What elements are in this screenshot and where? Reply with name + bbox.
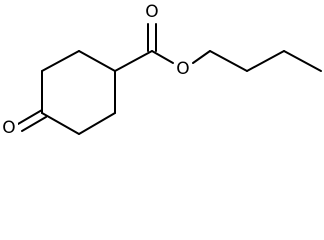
ketone-bond-line-2 xyxy=(21,116,47,132)
ketone-double-bond xyxy=(17,109,47,132)
ring-bond-c2-c3 xyxy=(41,50,80,72)
ring-bond-c4-c5 xyxy=(41,112,80,135)
ketone-bond-line-1 xyxy=(17,109,43,125)
ketone-oxygen-label-bg xyxy=(1,119,18,138)
butyl-4-oxocyclohexanecarboxylate-structure: O O O xyxy=(1,2,322,138)
ester-oxygen-label: O xyxy=(176,59,189,79)
butyl-bond-1 xyxy=(209,50,248,72)
ester-oxygen-label-bg xyxy=(174,59,192,78)
carbonyl-oxygen-label: O xyxy=(145,2,158,22)
butyl-chain xyxy=(209,50,322,72)
ring-bond-c5-c6 xyxy=(78,112,116,135)
ketone-oxygen-label: O xyxy=(2,118,15,138)
ring-to-carbonyl-bond xyxy=(114,50,153,72)
carbonyl-oxygen-label-bg xyxy=(143,2,161,21)
carbonyl-to-ester-oxygen-bond xyxy=(151,50,174,64)
ketone-oxygen-atom: O xyxy=(1,118,18,138)
butyl-bond-2 xyxy=(246,50,285,72)
cyclohexane-ring xyxy=(41,50,116,135)
ring-bond-c1-c2 xyxy=(78,50,116,72)
ester-oxygen-to-butyl-bond xyxy=(192,50,211,64)
carbonyl-double-bond xyxy=(147,23,157,52)
ester-oxygen-atom: O xyxy=(174,59,192,79)
butyl-bond-3 xyxy=(283,50,322,72)
carbonyl-oxygen-atom: O xyxy=(143,2,161,22)
